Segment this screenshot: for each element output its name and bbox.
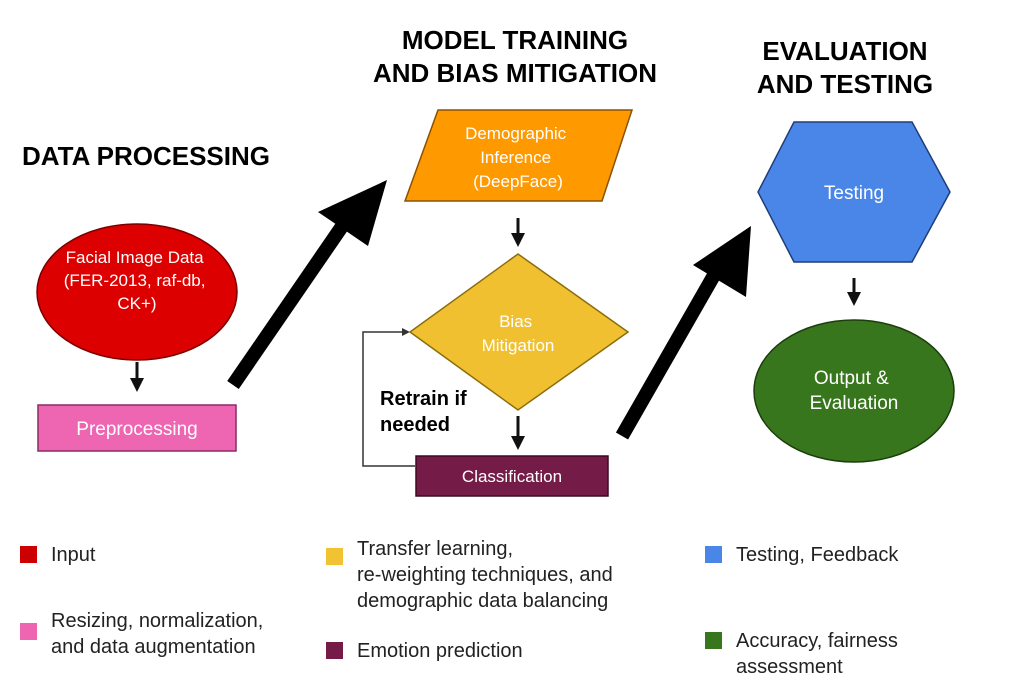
retrain-loop-arrow [362, 328, 415, 467]
preprocessing-node [37, 404, 237, 452]
testing-label: Testing [824, 183, 884, 204]
bias-mitigation-label: Bias Mitigation [482, 312, 555, 355]
legend-item-testing: Testing, Feedback [705, 542, 898, 568]
legend-item-bias: Transfer learning, re-weighting techniqu… [326, 536, 613, 614]
arrow-demographic-to-bias [511, 218, 525, 247]
big-arrow-to-evaluation [615, 226, 751, 440]
arrow-bias-to-classification [511, 416, 525, 450]
legend-text: Emotion prediction [357, 640, 523, 662]
legend-text: Testing, Feedback [736, 544, 899, 566]
classification-label: Classification [462, 467, 562, 486]
arrow-data-to-preprocessing [130, 362, 144, 392]
facial-image-data-label: Facial Image Data (FER-2013, raf-db, CK+… [64, 248, 210, 313]
legend-swatch-red [20, 546, 37, 563]
legend-text: Accuracy, fairness assessment [736, 630, 898, 678]
legend-swatch-maroon [326, 642, 343, 659]
legend-swatch-blue [705, 546, 722, 563]
legend-item-classification: Emotion prediction [326, 638, 523, 664]
legend-text: Input [51, 544, 96, 566]
legend-swatch-pink [20, 623, 37, 640]
facial-image-data-node [36, 223, 238, 361]
output-evaluation-node [753, 319, 955, 463]
header-model-training: MODEL TRAINING AND BIAS MITIGATION [372, 25, 658, 88]
bias-mitigation-node [408, 253, 630, 411]
header-data-processing: DATA PROCESSING [22, 141, 270, 171]
classification-node [415, 455, 609, 497]
legend-text: Resizing, normalization, and data augmen… [51, 610, 264, 658]
legend-item-preprocessing: Resizing, normalization, and data augmen… [20, 608, 263, 660]
preprocessing-label: Preprocessing [76, 419, 197, 440]
legend-text: Transfer learning, re-weighting techniqu… [357, 538, 613, 612]
demographic-inference-label: Demographic Inference (DeepFace) [465, 124, 571, 191]
big-arrow-to-training [227, 180, 387, 389]
testing-node [757, 121, 951, 263]
header-evaluation: EVALUATION AND TESTING [756, 36, 934, 99]
legend-item-output: Accuracy, fairness assessment [705, 628, 898, 680]
output-evaluation-label: Output & Evaluation [810, 368, 899, 414]
legend-item-input: Input [20, 542, 95, 568]
demographic-inference-node [403, 109, 634, 202]
arrow-testing-to-output [847, 278, 861, 306]
retrain-label: Retrain if needed [380, 388, 472, 436]
legend-swatch-green [705, 632, 722, 649]
flowchart: Facial Image Data (FER-2013, raf-db, CK+… [36, 109, 955, 497]
legend-swatch-yellow [326, 548, 343, 565]
